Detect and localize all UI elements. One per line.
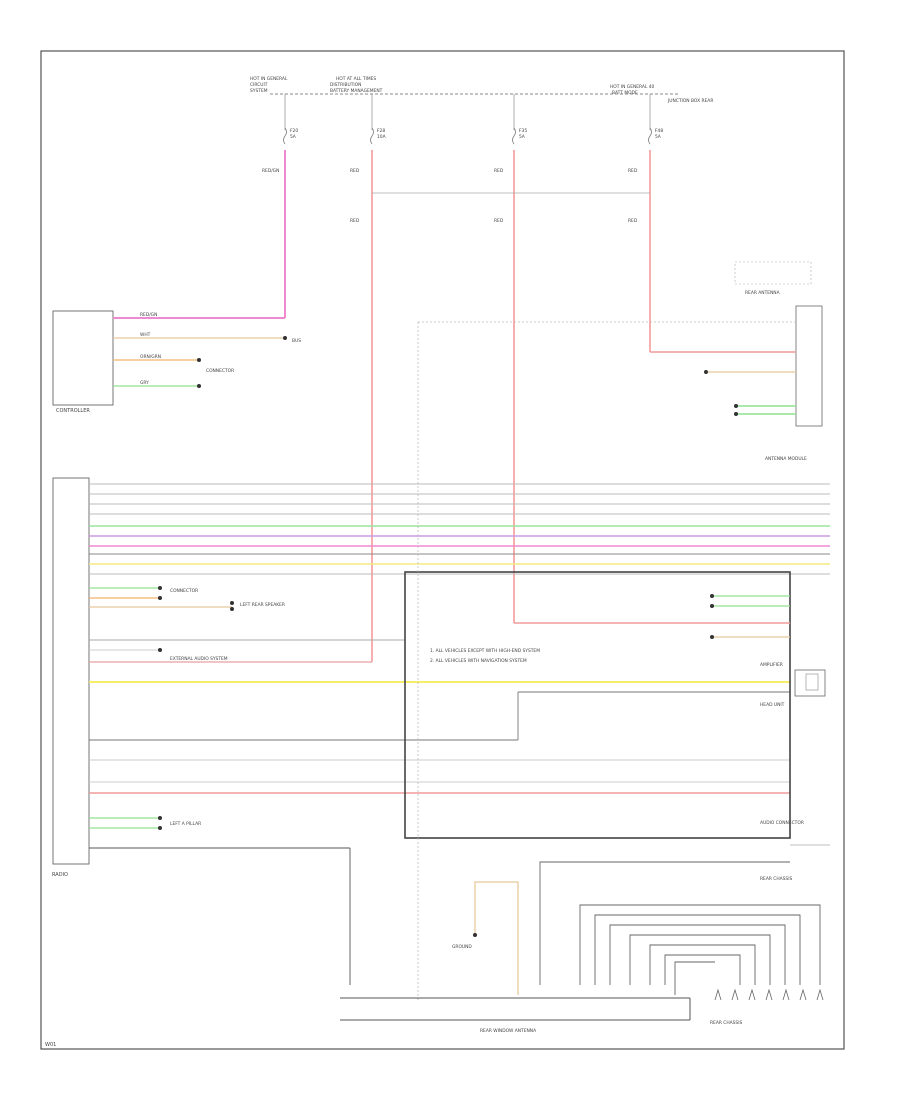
- svg-text:LEFT A PILLAR: LEFT A PILLAR: [170, 821, 201, 827]
- svg-text:RED: RED: [628, 168, 638, 174]
- svg-text:GROUND: GROUND: [452, 944, 472, 950]
- svg-text:LEFT REAR SPEAKER: LEFT REAR SPEAKER: [240, 602, 285, 608]
- rear-chassis-harness: [539, 861, 821, 995]
- svg-text:RED: RED: [350, 218, 360, 224]
- diagram-border: [40, 50, 845, 1050]
- svg-text:5A: 5A: [655, 134, 661, 140]
- svg-text:RED: RED: [494, 168, 504, 174]
- svg-text:GRY: GRY: [140, 380, 149, 386]
- radio-label: RADIO: [52, 872, 68, 878]
- svg-text:EXTERNAL AUDIO SYSTEM: EXTERNAL AUDIO SYSTEM: [170, 656, 228, 662]
- ground-symbols: [714, 988, 824, 1001]
- svg-text:F28: F28: [377, 128, 385, 134]
- fuse-2: F28 10A: [370, 127, 386, 145]
- hot-label-right: HOT IN GENERAL 40 BATT MODE JUNCTION BOX…: [610, 84, 713, 104]
- svg-text:RED: RED: [494, 218, 504, 224]
- svg-text:REAR ANTENNA: REAR ANTENNA: [745, 290, 780, 296]
- svg-text:5A: 5A: [290, 134, 296, 140]
- rear-antenna-box: [734, 261, 812, 285]
- svg-text:JUNCTION BOX REAR: JUNCTION BOX REAR: [667, 98, 713, 104]
- svg-text:HOT IN GENERAL: HOT IN GENERAL: [250, 76, 288, 82]
- svg-text:RED: RED: [628, 218, 638, 224]
- svg-text:BATTERY MANAGEMENT: BATTERY MANAGEMENT: [330, 88, 383, 94]
- radio-box: [52, 477, 90, 865]
- svg-text:WHT: WHT: [140, 332, 151, 338]
- svg-text:HOT IN GENERAL 40: HOT IN GENERAL 40: [610, 84, 655, 90]
- svg-text:REAR WINDOW ANTENNA: REAR WINDOW ANTENNA: [480, 1028, 536, 1034]
- svg-text:1. ALL VEHICLES EXCEPT WITH HI: 1. ALL VEHICLES EXCEPT WITH HIGH-END SYS…: [430, 648, 540, 654]
- svg-text:DISTRIBUTION: DISTRIBUTION: [330, 82, 361, 88]
- svg-text:CONNECTOR: CONNECTOR: [170, 588, 198, 594]
- antenna-module-box: [795, 305, 823, 427]
- svg-text:F48: F48: [655, 128, 663, 134]
- svg-text:AMPLIFIER: AMPLIFIER: [760, 662, 783, 668]
- head-unit-block: [404, 571, 791, 839]
- svg-text:F35: F35: [519, 128, 527, 134]
- svg-text:CIRCUIT: CIRCUIT: [250, 82, 268, 88]
- svg-text:HOT AT ALL TIMES: HOT AT ALL TIMES: [336, 76, 376, 82]
- svg-text:REAR CHASSIS: REAR CHASSIS: [710, 1020, 743, 1026]
- svg-text:CONNECTOR: CONNECTOR: [206, 368, 234, 374]
- fuse-3: F35 5A: [512, 127, 527, 145]
- svg-text:ORN/GRN: ORN/GRN: [140, 354, 161, 360]
- fuse-4: F48 5A: [648, 127, 663, 145]
- amplifier-box: [794, 669, 826, 697]
- svg-text:BATT MODE: BATT MODE: [612, 90, 638, 96]
- svg-text:RED: RED: [350, 168, 360, 174]
- svg-text:BUS: BUS: [292, 338, 301, 344]
- svg-text:SYSTEM: SYSTEM: [250, 88, 268, 94]
- svg-text:5A: 5A: [519, 134, 525, 140]
- svg-text:AUDIO CONNECTOR: AUDIO CONNECTOR: [760, 820, 804, 826]
- fuse-1: F20 5A: [283, 127, 298, 145]
- svg-text:REAR CHASSIS: REAR CHASSIS: [760, 876, 793, 882]
- svg-text:RED/GN: RED/GN: [140, 312, 157, 318]
- svg-text:ANTENNA MODULE: ANTENNA MODULE: [765, 456, 807, 462]
- svg-text:HEAD UNIT: HEAD UNIT: [760, 702, 785, 708]
- controller-label: CONTROLLER: [56, 408, 90, 414]
- svg-text:10A: 10A: [377, 134, 386, 140]
- hot-label-middle: HOT AT ALL TIMES DISTRIBUTION BATTERY MA…: [330, 76, 383, 94]
- svg-text:F20: F20: [290, 128, 298, 134]
- footer-code: W01: [45, 1042, 56, 1048]
- svg-text:RED/GN: RED/GN: [262, 168, 279, 174]
- svg-text:2. ALL VEHICLES WITH NAVIGATIO: 2. ALL VEHICLES WITH NAVIGATION SYSTEM: [430, 658, 527, 664]
- radio-bus-wires: [89, 483, 830, 575]
- controller-box: [52, 310, 114, 406]
- hot-label-left: HOT IN GENERAL CIRCUIT SYSTEM: [250, 76, 288, 94]
